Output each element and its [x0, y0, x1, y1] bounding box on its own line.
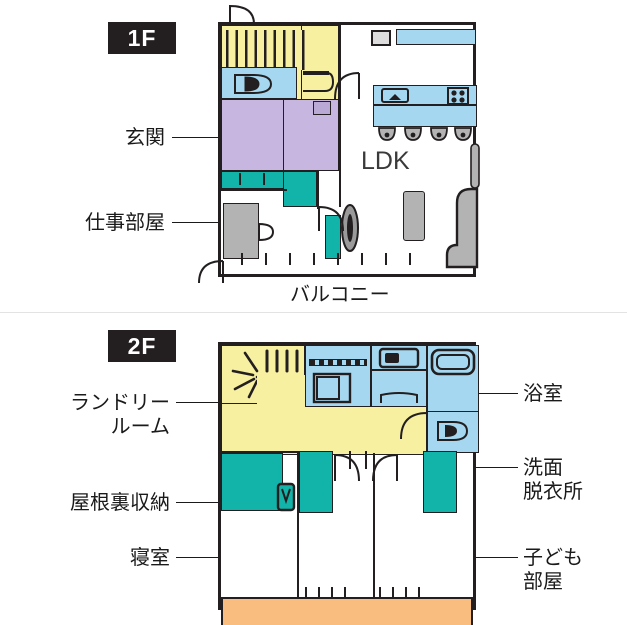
leader-washroom — [436, 467, 518, 468]
entrance-cabinet-1f — [313, 101, 331, 115]
attic-ladder-icon-2f — [276, 482, 296, 512]
leader-bathroom — [478, 393, 518, 394]
label-bedroom: 寝室 — [130, 545, 170, 569]
label-balcony-1f: バルコニー — [290, 282, 390, 306]
floor-plan-2f — [218, 342, 479, 625]
door-arc-entry-1f — [318, 206, 344, 232]
leader-genkan — [172, 137, 244, 138]
section-divider — [0, 312, 627, 313]
counter-basin-2f — [380, 392, 418, 403]
label-bathroom: 浴室 — [523, 381, 563, 405]
shoe-storage-1f-b — [283, 171, 317, 207]
door-arc-exterior-1f — [198, 260, 224, 284]
label-shigoto-beya: 仕事部屋 — [85, 210, 165, 234]
chair-icon-1f — [258, 222, 275, 242]
door-arc-stairs-1f — [334, 72, 360, 100]
shoe-divider-a — [239, 173, 242, 185]
corridor-2f — [221, 403, 427, 455]
side-table-1f — [403, 191, 425, 241]
leader-laundry-room — [176, 402, 254, 403]
wall-ldk-left — [339, 25, 342, 102]
room-hall-1f — [301, 25, 339, 102]
wall-vanity-split — [371, 369, 427, 372]
wall-bedroom-top-2f — [221, 451, 299, 454]
label-washroom: 洗面 脱衣所 — [523, 455, 583, 504]
sink-icon-1f — [381, 88, 409, 103]
wall-ldk-left-b — [339, 102, 342, 207]
balcony-railing-2f-right — [379, 587, 429, 599]
kitchen-counter-1f — [373, 105, 477, 127]
counter-top-1f — [396, 29, 476, 45]
stove-icon-1f — [447, 87, 469, 105]
pillar-icon-1f — [470, 143, 480, 189]
label-laundry-room: ランドリー ルーム — [70, 390, 170, 439]
desk-1f — [223, 203, 259, 259]
leader-kids-room — [436, 557, 518, 558]
washbasin-icon-2f — [378, 347, 420, 369]
floor-badge-2f: 2F — [108, 330, 176, 362]
hanging-rail-2f — [309, 359, 367, 366]
balcony-railing-1f — [241, 253, 421, 265]
washing-machine-icon-2f — [312, 372, 352, 404]
stair-hatch-1f-b — [226, 30, 306, 70]
door-jamb-a-2f — [349, 451, 352, 469]
hand-basin-icon-1f — [303, 71, 335, 92]
floor-badge-1f: 1F — [108, 22, 176, 54]
appliance-1f — [371, 30, 391, 46]
closet-center-2f — [299, 451, 333, 513]
sofa-icon-1f — [445, 187, 479, 269]
shoe-storage-1f — [221, 171, 285, 189]
corridor-2f-fill — [257, 375, 305, 415]
floor-plan-1f: LDK — [198, 22, 480, 284]
closet-kids-2f — [423, 451, 457, 513]
toilet-bowl-icon-1f — [234, 74, 273, 94]
label-attic-storage: 屋根裏収納 — [70, 490, 170, 514]
door-arc-toilet-2f — [400, 412, 428, 440]
drying-rack-icon-2f — [231, 349, 299, 399]
wall-workroom-right — [317, 171, 320, 209]
shoe-divider-b — [263, 173, 266, 185]
door-arc-bedroom-2f — [334, 454, 360, 482]
wall-workroom-top — [221, 189, 287, 192]
column-icon-1f — [341, 204, 359, 252]
wall-kids-split-2f — [373, 453, 376, 599]
room-label-ldk: LDK — [361, 147, 410, 175]
room-entrance-1f — [221, 99, 289, 171]
door-arc-top-1f — [229, 4, 255, 25]
bar-stools-1f — [378, 127, 472, 141]
bathtub-icon-2f — [430, 348, 476, 376]
wall-bedroom-right-2f — [297, 451, 300, 599]
toilet-bowl-icon-2f — [437, 421, 469, 441]
closet-bedroom-2f — [221, 453, 283, 511]
balcony-railing-2f-left — [305, 587, 353, 599]
door-jamb-b-2f — [365, 451, 368, 469]
label-kids-room: 子ども 部屋 — [523, 545, 583, 594]
balcony-2f — [221, 597, 473, 625]
label-genkan: 玄関 — [125, 125, 165, 149]
